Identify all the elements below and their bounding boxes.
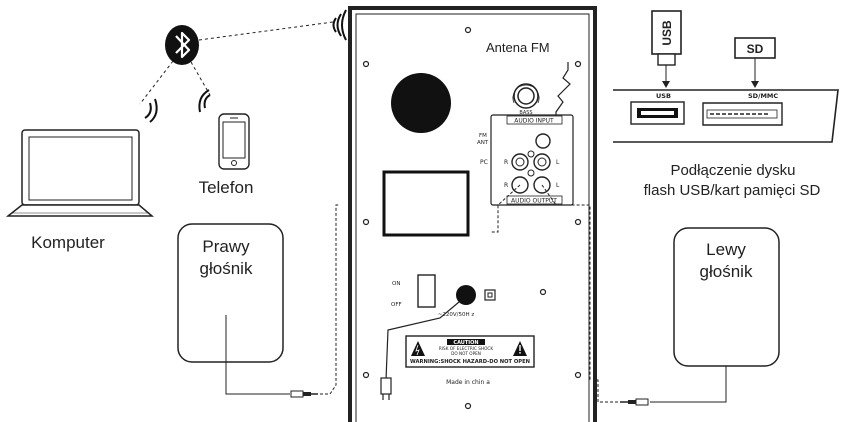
audio-output-header: [506, 195, 563, 205]
laptop-icon: [5, 129, 155, 217]
usb-stick-icon: [651, 10, 682, 66]
power-switch[interactable]: [417, 274, 436, 308]
io-panel: [490, 114, 574, 206]
caution-line-1: RISK OF ELECTRIC SHOCK: [439, 346, 493, 351]
fm-ant-label-1: FM: [479, 133, 487, 139]
caution-heading: CAUTION: [453, 340, 478, 346]
audio-output-label: AUDIO OUTPUT: [511, 198, 557, 205]
double-insulation-icon: [484, 289, 496, 301]
sd-card-label: SD: [747, 42, 764, 56]
usb-port-label: USB: [656, 92, 671, 100]
bluetooth-icon: [165, 25, 199, 65]
fm-antenna-jack[interactable]: [535, 133, 551, 149]
amplifier-plate: [382, 170, 470, 237]
jack-plug-icon: [620, 398, 649, 406]
arrow-down-icon: [662, 81, 670, 88]
fm-ant-label-2: ANT: [477, 140, 489, 146]
made-in-label: Made in chin a: [446, 379, 490, 386]
power-plug-icon: [380, 377, 392, 400]
pc-left-jack[interactable]: [533, 153, 551, 171]
left-speaker-label-line2: głośnik: [700, 262, 753, 281]
pc-right-jack[interactable]: [511, 153, 529, 171]
screw-hole: [527, 169, 535, 177]
usb-port[interactable]: [630, 101, 685, 125]
phone-label: Telefon: [199, 178, 254, 197]
right-speaker-label-line2: głośnik: [200, 259, 253, 278]
warning-text: WARNING:SHOCK HAZARD-DO NOT OPEN: [410, 359, 530, 365]
left-speaker-label-line1: Lewy: [706, 240, 746, 259]
out-r-label: R: [504, 182, 508, 189]
pc-l-label: L: [556, 159, 560, 166]
right-speaker: [177, 223, 284, 363]
caution-label: [405, 335, 535, 368]
jack-plug-icon: [290, 390, 318, 398]
off-label: OFF: [391, 302, 402, 308]
bass-label: BASS: [519, 110, 532, 116]
out-l-label: L: [556, 182, 560, 189]
audio-input-label: AUDIO INPUT: [514, 118, 554, 125]
usb-caption-line-2: flash USB/kart pamięci SD: [644, 182, 821, 199]
bass-port: [391, 73, 451, 133]
phone-icon: [218, 113, 250, 170]
usb-caption-line-1: Podłączenie dysku: [670, 162, 795, 179]
arrow-down-icon: [751, 81, 759, 88]
audio-input-header: [506, 115, 563, 125]
right-speaker-cable: [225, 315, 290, 395]
left-speaker-cable: [650, 366, 727, 403]
sd-port-label: SD/MMC: [748, 92, 778, 100]
wireless-waves-icon: [144, 9, 347, 123]
bass-knob[interactable]: [512, 83, 540, 109]
pc-r-label: R: [504, 159, 508, 166]
right-speaker-label-line1: Prawy: [202, 237, 250, 256]
caution-line-2: DO NOT OPEN: [451, 351, 481, 356]
bluetooth-link-laptop: [139, 60, 174, 105]
laptop-label: Komputer: [31, 233, 105, 252]
usb-stick-label: USB: [660, 20, 674, 46]
bluetooth-link-speaker: [198, 21, 334, 41]
screw-holes: [362, 26, 582, 410]
screw-hole: [527, 150, 535, 158]
pc-label: PC: [480, 159, 488, 166]
power-socket[interactable]: [456, 285, 476, 305]
antenna-label: Antena FM: [486, 40, 550, 55]
bluetooth-link-phone: [190, 61, 211, 96]
sd-card-slot[interactable]: [702, 102, 783, 126]
power-cord: [385, 301, 460, 381]
voltage-label: ~220V/50H z: [438, 312, 475, 318]
on-label: ON: [392, 281, 400, 287]
right-speaker-dashed-link: [320, 204, 340, 395]
